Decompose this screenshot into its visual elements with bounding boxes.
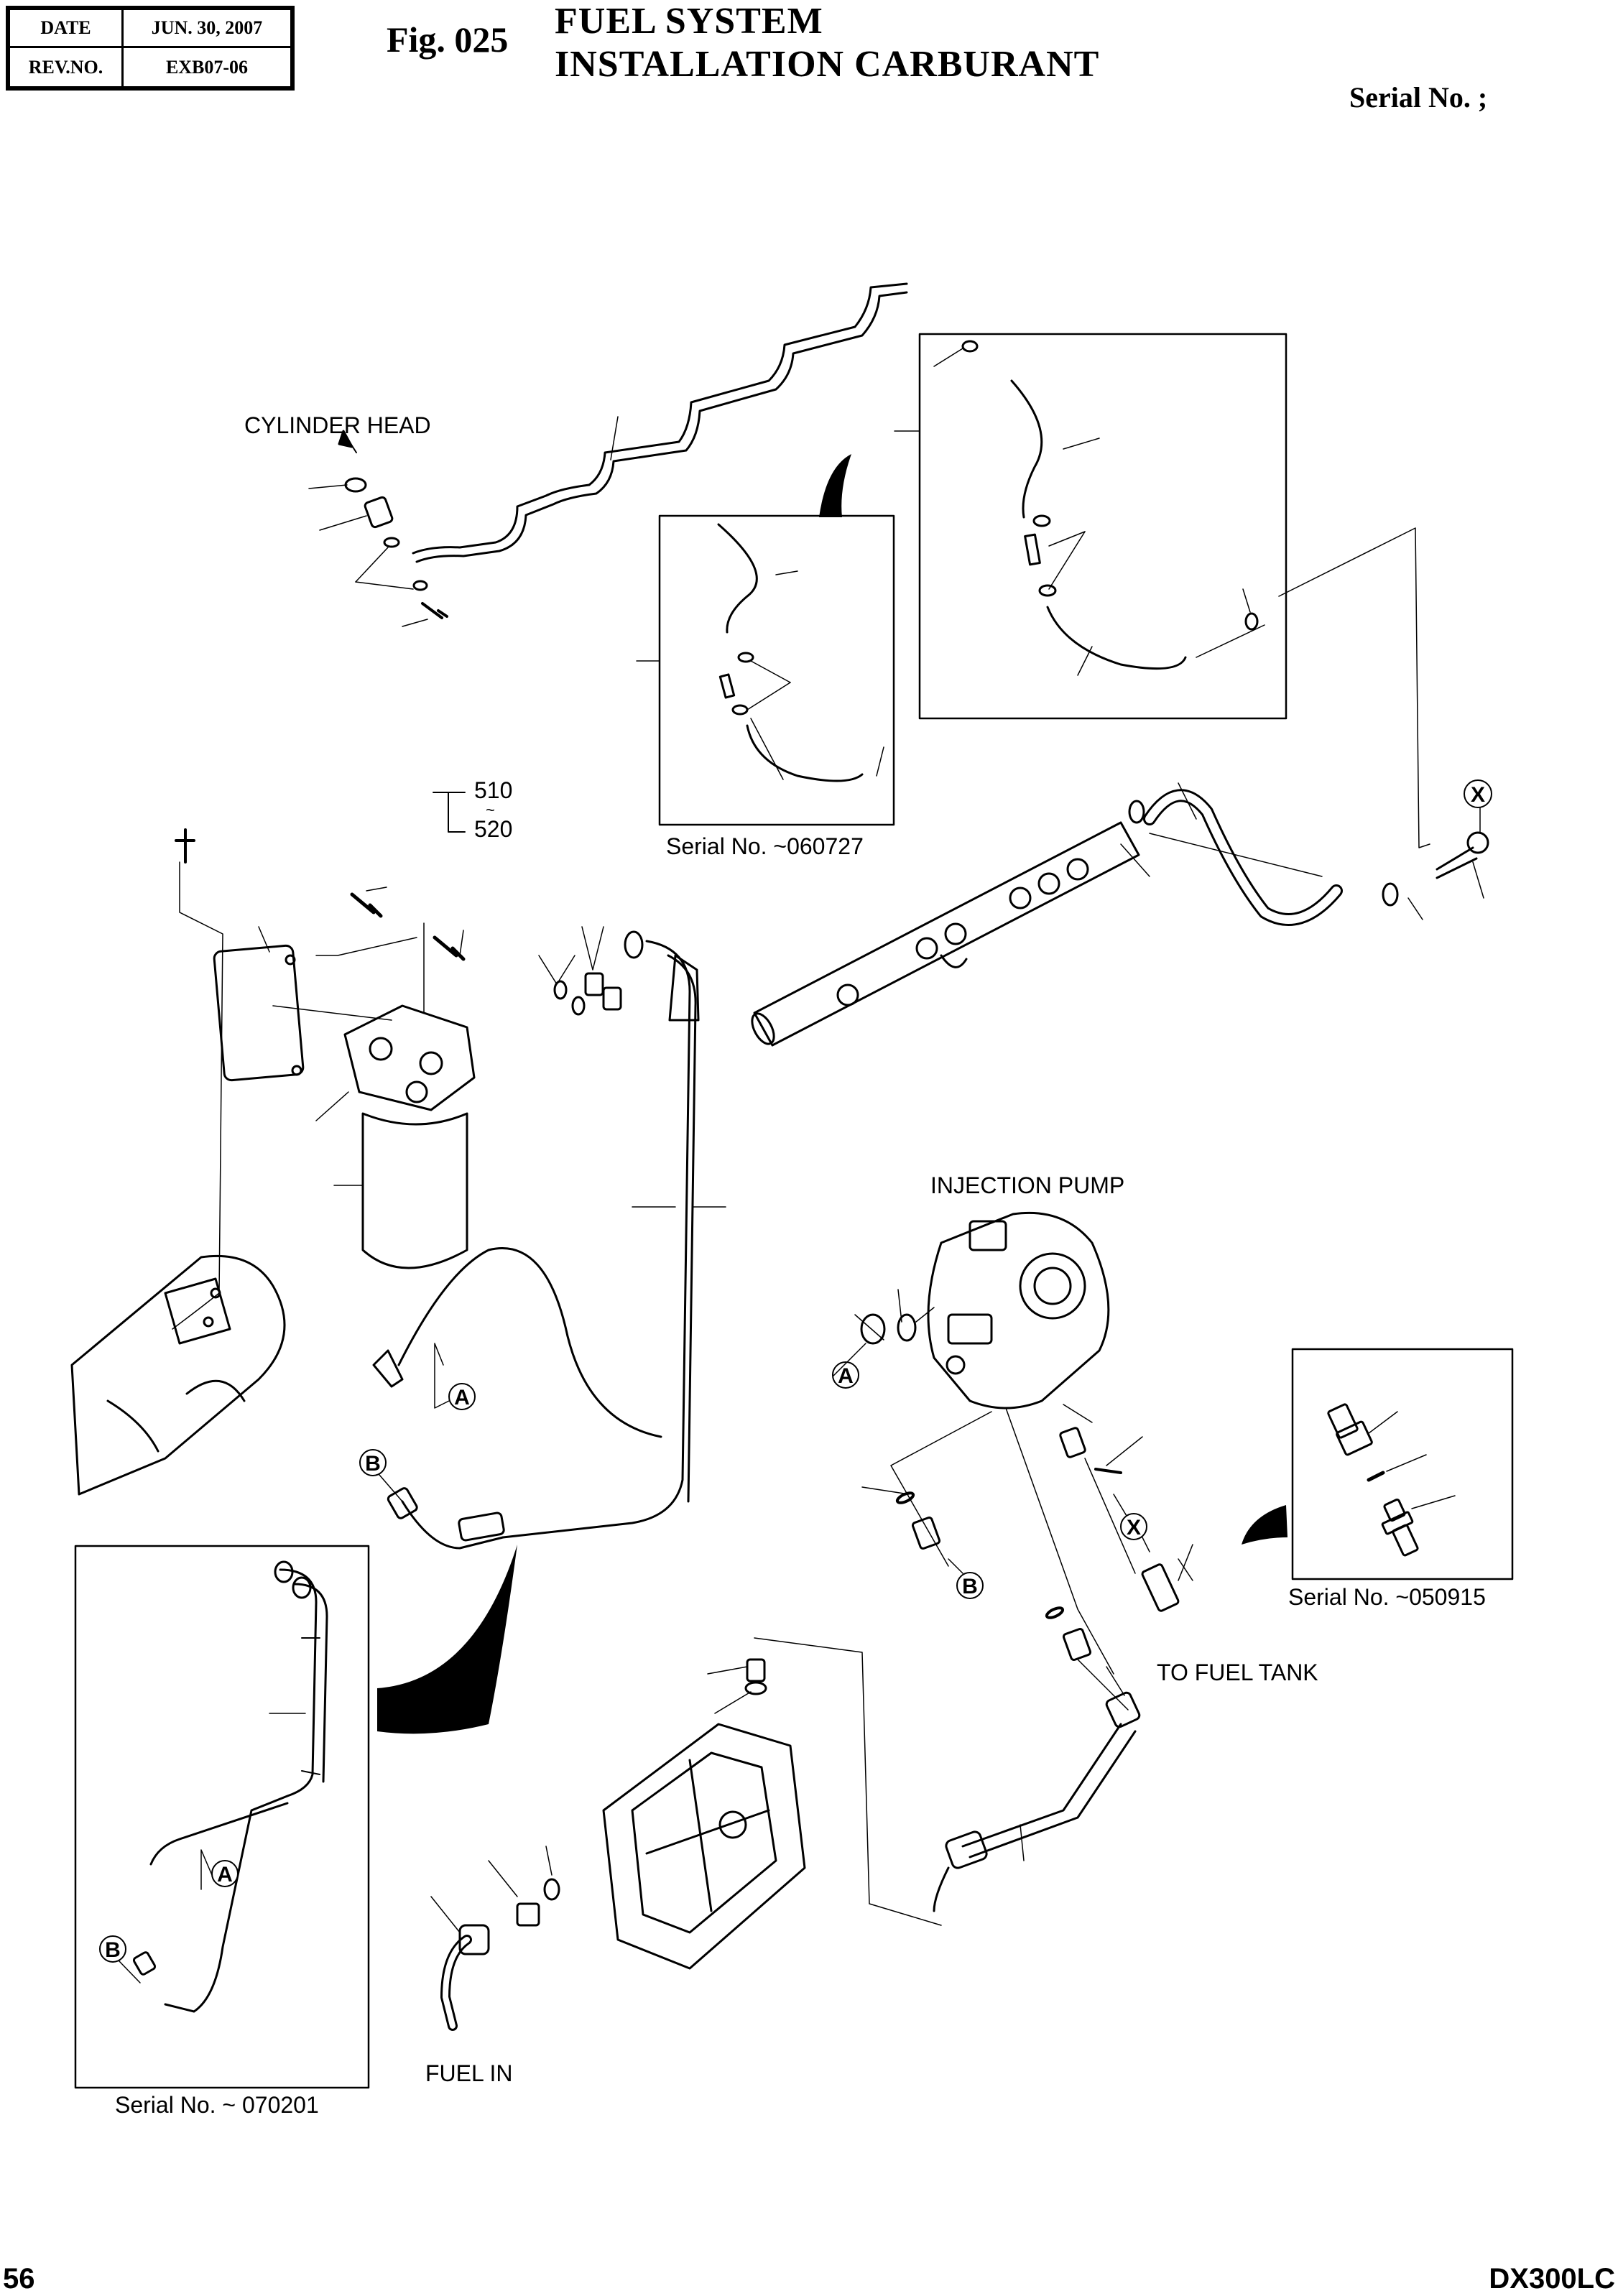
callout-a-pump: A bbox=[832, 1361, 859, 1389]
page-number: 56 bbox=[3, 2263, 35, 2295]
inset-serial-070201: Serial No. ~ 070201 bbox=[115, 2092, 319, 2118]
title-line-1: FUEL SYSTEM bbox=[555, 1, 823, 42]
return-hose bbox=[1143, 789, 1343, 926]
label-part-range-end: 520 bbox=[474, 816, 513, 842]
svg-text:A: A bbox=[454, 1386, 470, 1409]
callout-b-pump: B bbox=[956, 1572, 984, 1599]
label-part-range-start: 510 bbox=[474, 777, 513, 803]
pointer-wedge-2 bbox=[1242, 1505, 1288, 1545]
engine-mount-section bbox=[70, 1254, 286, 1496]
callout-a-filter: A bbox=[448, 1383, 476, 1410]
fuel-filter bbox=[315, 1004, 476, 1269]
inset-box-large bbox=[918, 333, 1288, 720]
title-line-2: INSTALLATION CARBURANT bbox=[555, 44, 1100, 85]
label-injection-pump: INJECTION PUMP bbox=[930, 1172, 1125, 1198]
inset-box-060727 bbox=[658, 514, 895, 826]
model-name: DX300LC bbox=[1489, 2263, 1615, 2295]
svg-text:X: X bbox=[1127, 1516, 1141, 1540]
rev-value: EXB07-06 bbox=[165, 56, 249, 78]
revision-table: DATE JUN. 30, 2007 REV.NO. EXB07-06 bbox=[6, 6, 295, 91]
date-value: JUN. 30, 2007 bbox=[124, 10, 290, 48]
svg-text:B: B bbox=[962, 1575, 978, 1598]
label-to-fuel-tank: TO FUEL TANK bbox=[1157, 1659, 1318, 1685]
mounting-plate bbox=[602, 1723, 806, 1970]
injector-pipe-set bbox=[412, 282, 908, 563]
inset-serial-050915: Serial No. ~050915 bbox=[1288, 1584, 1486, 1610]
callout-b-inset: B bbox=[99, 1935, 126, 1963]
date-label: DATE bbox=[10, 10, 124, 48]
callout-a-inset: A bbox=[211, 1860, 239, 1887]
callout-x-top: X bbox=[1464, 779, 1492, 808]
svg-text:B: B bbox=[365, 1452, 381, 1476]
figure-title: FUEL SYSTEM INSTALLATION CARBURANT bbox=[555, 0, 1099, 86]
svg-text:X: X bbox=[1471, 783, 1485, 807]
svg-text:A: A bbox=[217, 1863, 233, 1887]
svg-text:A: A bbox=[838, 1364, 854, 1388]
inset-box-050915 bbox=[1291, 1348, 1514, 1580]
figure-number: Fig. 025 bbox=[387, 19, 509, 60]
svg-text:B: B bbox=[105, 1938, 121, 1962]
common-rail bbox=[751, 821, 1140, 1047]
rev-label: REV.NO. bbox=[10, 48, 124, 86]
inset-serial-060727: Serial No. ~060727 bbox=[666, 833, 864, 859]
callout-b-filter: B bbox=[359, 1449, 387, 1476]
label-cylinder-head: CYLINDER HEAD bbox=[244, 412, 431, 438]
inset-box-070201 bbox=[74, 1545, 370, 2089]
filter-bracket bbox=[213, 944, 305, 1082]
label-fuel-in: FUEL IN bbox=[425, 2060, 513, 2086]
label-part-range-separator: ~ bbox=[486, 801, 495, 819]
pointer-wedge-3 bbox=[377, 1545, 517, 1734]
pointer-wedge-1 bbox=[819, 454, 851, 517]
injection-pump bbox=[927, 1211, 1110, 1409]
serial-number-header: Serial No. ; bbox=[1349, 81, 1488, 114]
callout-x-pump: X bbox=[1120, 1513, 1147, 1540]
